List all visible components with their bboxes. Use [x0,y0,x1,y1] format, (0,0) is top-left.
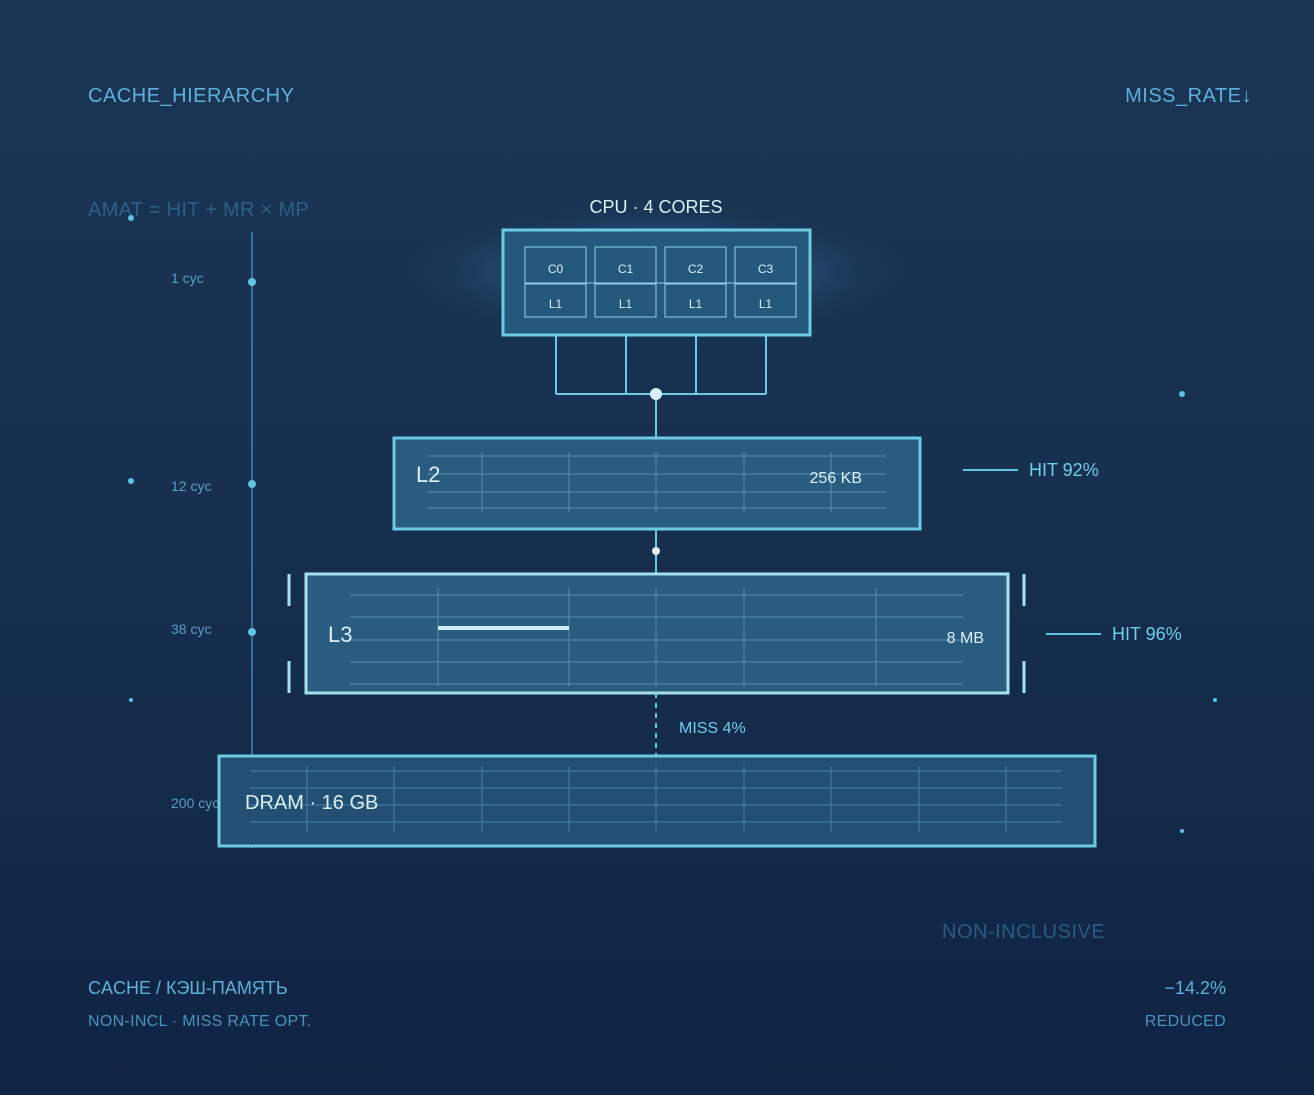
l3-hit-rate: HIT 96% [1112,624,1182,644]
metric-title: MISS_RATE↓ [1125,85,1252,107]
core-label: C3 [758,262,774,276]
l3-miss-rate: MISS 4% [679,720,746,737]
dram-label: DRAM · 16 GB [245,792,378,814]
l2-size: 256 KB [810,470,862,487]
core-c2: C2 L1 [664,246,727,318]
latency-label-l3: 38 cyc [171,621,212,637]
core-label: C0 [548,262,564,276]
cpu-title: CPU · 4 CORES [589,197,722,217]
l2-l3-node [652,547,660,555]
diagram-title: CACHE_HIERARCHY [88,85,295,107]
policy-label: NON-INCLUSIVE [942,921,1106,943]
l1-label: L1 [689,297,703,311]
l2-hit-rate: HIT 92% [1029,460,1099,480]
l1-label: L1 [619,297,633,311]
core-c1: C1 L1 [594,246,657,318]
l3-bracket-marks [287,574,1026,693]
cpu-l2-bus [555,335,767,438]
miss-rate-delta: −14.2% [1164,978,1226,998]
core-label: C1 [618,262,634,276]
core-label: C2 [688,262,704,276]
l2-label: L2 [416,462,440,487]
decorative-dots [128,215,1217,833]
core-c0: C0 L1 [524,246,587,318]
core-c3: C3 L1 [734,246,797,318]
latency-label-l2: 12 cyc [171,478,212,494]
bus-node [650,388,662,400]
l1-label: L1 [759,297,773,311]
dram-block [217,754,1097,848]
core-cells: C0 L1 C1 L1 C2 L1 C3 L1 [524,246,797,318]
footer-subcaption: NON-INCL · MISS RATE OPT. [88,1013,312,1030]
footer-caption: CACHE / КЭШ-ПАМЯТЬ [88,978,288,998]
l3-label: L3 [328,622,352,647]
l3-block [287,572,1026,695]
miss-rate-delta-label: REDUCED [1144,1013,1226,1030]
l2-block [392,436,922,531]
l3-size: 8 MB [947,630,984,647]
latency-label-dram: 200 cyc [171,795,220,811]
latency-label-l1: 1 cyc [171,270,204,286]
l1-label: L1 [549,297,563,311]
amat-formula: AMAT = HIT + MR × MP [88,199,310,221]
